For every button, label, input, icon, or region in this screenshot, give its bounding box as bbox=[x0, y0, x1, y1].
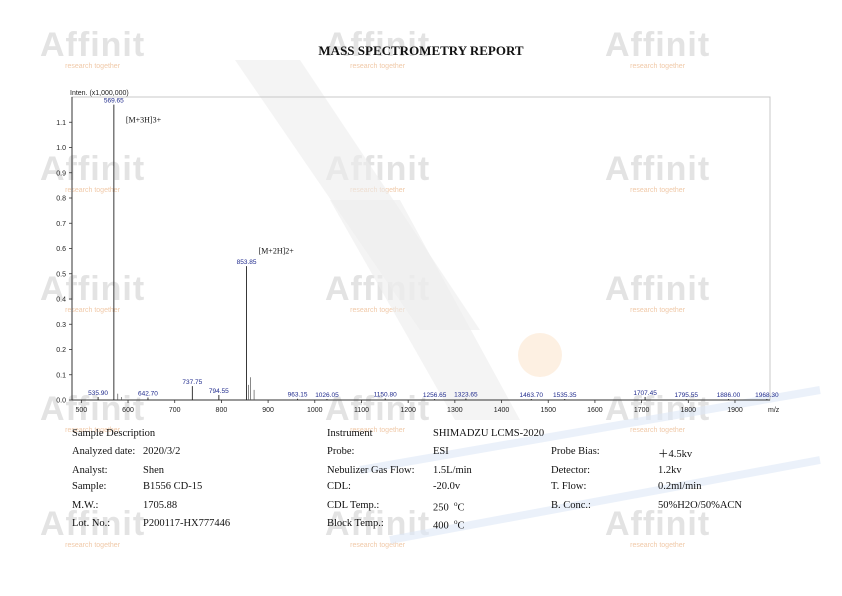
b-conc-value: 50%H2O/50%ACN bbox=[658, 500, 742, 511]
peak-label: 794.55 bbox=[209, 388, 229, 395]
probe-bias-label: Probe Bias: bbox=[551, 446, 600, 457]
x-tick-label: 700 bbox=[169, 407, 181, 414]
x-tick-label: 600 bbox=[122, 407, 134, 414]
probe-bias-value: ＋4.5kv bbox=[658, 449, 693, 460]
peak-label: 1150.80 bbox=[374, 391, 397, 398]
peak-label: 737.75 bbox=[182, 379, 202, 386]
cdl-value: -20.0v bbox=[433, 481, 461, 492]
peak-label: 963.15 bbox=[288, 392, 308, 399]
instrument-label: Instrument bbox=[327, 428, 373, 439]
x-tick-label: 1500 bbox=[540, 407, 556, 414]
mw-label: M.W.: bbox=[72, 500, 99, 511]
x-tick-label: 1700 bbox=[634, 407, 650, 414]
b-conc-label: B. Conc.: bbox=[551, 500, 591, 511]
sample-description-heading: Sample Description bbox=[72, 428, 156, 439]
nebulizer-gas-flow-value: 1.5L/min bbox=[433, 465, 472, 476]
y-tick-label: 0.8 bbox=[56, 196, 66, 203]
peak-label: 1795.55 bbox=[674, 392, 698, 399]
probe-value: ESI bbox=[433, 446, 449, 457]
report-title: MASS SPECTROMETRY REPORT bbox=[318, 43, 524, 58]
x-tick-label: 1300 bbox=[447, 407, 463, 414]
y-tick-label: 0.2 bbox=[56, 347, 66, 354]
probe-label: Probe: bbox=[327, 446, 355, 457]
block-temp-label: Block Temp.: bbox=[327, 518, 384, 529]
ion-annotation: [M+2H]2+ bbox=[259, 247, 295, 256]
analyzed-date-value: 2020/3/2 bbox=[143, 446, 181, 457]
y-tick-label: 1.0 bbox=[56, 145, 66, 152]
x-axis-label: m/z bbox=[768, 407, 780, 414]
t-flow-value: 0.2ml/min bbox=[658, 481, 702, 492]
t-flow-label: T. Flow: bbox=[551, 481, 587, 492]
mw-value: 1705.88 bbox=[143, 500, 178, 511]
block-temp-value: 400 oC bbox=[433, 518, 465, 532]
peak-label: 1323.65 bbox=[454, 391, 478, 398]
peak-label: 853.85 bbox=[237, 259, 257, 266]
peak-label: 1886.00 bbox=[717, 392, 741, 399]
y-tick-label: 0.5 bbox=[56, 271, 66, 278]
analyzed-date-label: Analyzed date: bbox=[72, 446, 136, 457]
peak-label: 1968.30 bbox=[755, 392, 779, 399]
sample-value: B1556 CD-15 bbox=[143, 481, 203, 492]
peak-label: 569.65 bbox=[104, 98, 124, 105]
peak-label: 1026.05 bbox=[315, 392, 339, 399]
y-tick-label: 0.7 bbox=[56, 221, 66, 228]
peak-label: 642.70 bbox=[138, 390, 158, 397]
detector-label: Detector: bbox=[551, 465, 591, 476]
sample-label: Sample: bbox=[72, 481, 107, 492]
x-tick-label: 1200 bbox=[400, 407, 416, 414]
y-tick-label: 0.0 bbox=[56, 398, 66, 405]
x-tick-label: 500 bbox=[75, 407, 87, 414]
degree-mark: o bbox=[454, 500, 458, 508]
peak-label: 535.90 bbox=[88, 390, 108, 397]
cdl-temp-label: CDL Temp.: bbox=[327, 500, 380, 511]
nebulizer-gas-flow-label: Nebulizer Gas Flow: bbox=[327, 465, 415, 476]
x-tick-label: 1600 bbox=[587, 407, 603, 414]
y-tick-label: 0.9 bbox=[56, 170, 66, 177]
x-tick-label: 900 bbox=[262, 407, 274, 414]
y-axis-label: Inten. (x1,000,000) bbox=[70, 90, 129, 97]
mass-spectrum-chart: 0.0 0.1 0.2 0.3 0.4 0.5 0.6 0.7 0.8 0.9 1.0 1.1 500 6… bbox=[56, 90, 780, 414]
y-tick-label: 0.1 bbox=[56, 372, 66, 379]
cdl-temp-value: 250 oC bbox=[433, 500, 465, 514]
degree-mark: o bbox=[454, 518, 458, 526]
lot-no-value: P200117-HX777446 bbox=[143, 518, 231, 529]
peak-label: 1707.45 bbox=[633, 390, 657, 397]
y-tick-label: 0.6 bbox=[56, 246, 66, 253]
detector-value: 1.2kv bbox=[658, 465, 682, 476]
cdl-label: CDL: bbox=[327, 481, 351, 492]
x-tick-label: 1800 bbox=[681, 407, 697, 414]
plot-frame bbox=[71, 96, 771, 401]
x-tick-label: 1400 bbox=[494, 407, 510, 414]
peak-label: 1256.65 bbox=[423, 392, 447, 399]
y-tick-label: 0.3 bbox=[56, 322, 66, 329]
instrument-value: SHIMADZU LCMS-2020 bbox=[433, 428, 545, 439]
x-tick-label: 800 bbox=[216, 407, 228, 414]
x-tick-label: 1000 bbox=[307, 407, 323, 414]
y-tick-label: 1.1 bbox=[56, 120, 66, 127]
lot-no-label: Lot. No.: bbox=[72, 518, 111, 529]
x-tick-label: 1100 bbox=[354, 407, 369, 414]
x-tick-label: 1900 bbox=[727, 407, 743, 414]
analyst-label: Analyst: bbox=[72, 465, 108, 476]
y-tick-label: 0.4 bbox=[56, 297, 66, 304]
ion-annotation: [M+3H]3+ bbox=[126, 115, 162, 124]
peak-label: 1463.70 bbox=[520, 392, 544, 399]
analyst-value: Shen bbox=[143, 465, 164, 476]
peak-label: 1535.35 bbox=[553, 392, 577, 399]
